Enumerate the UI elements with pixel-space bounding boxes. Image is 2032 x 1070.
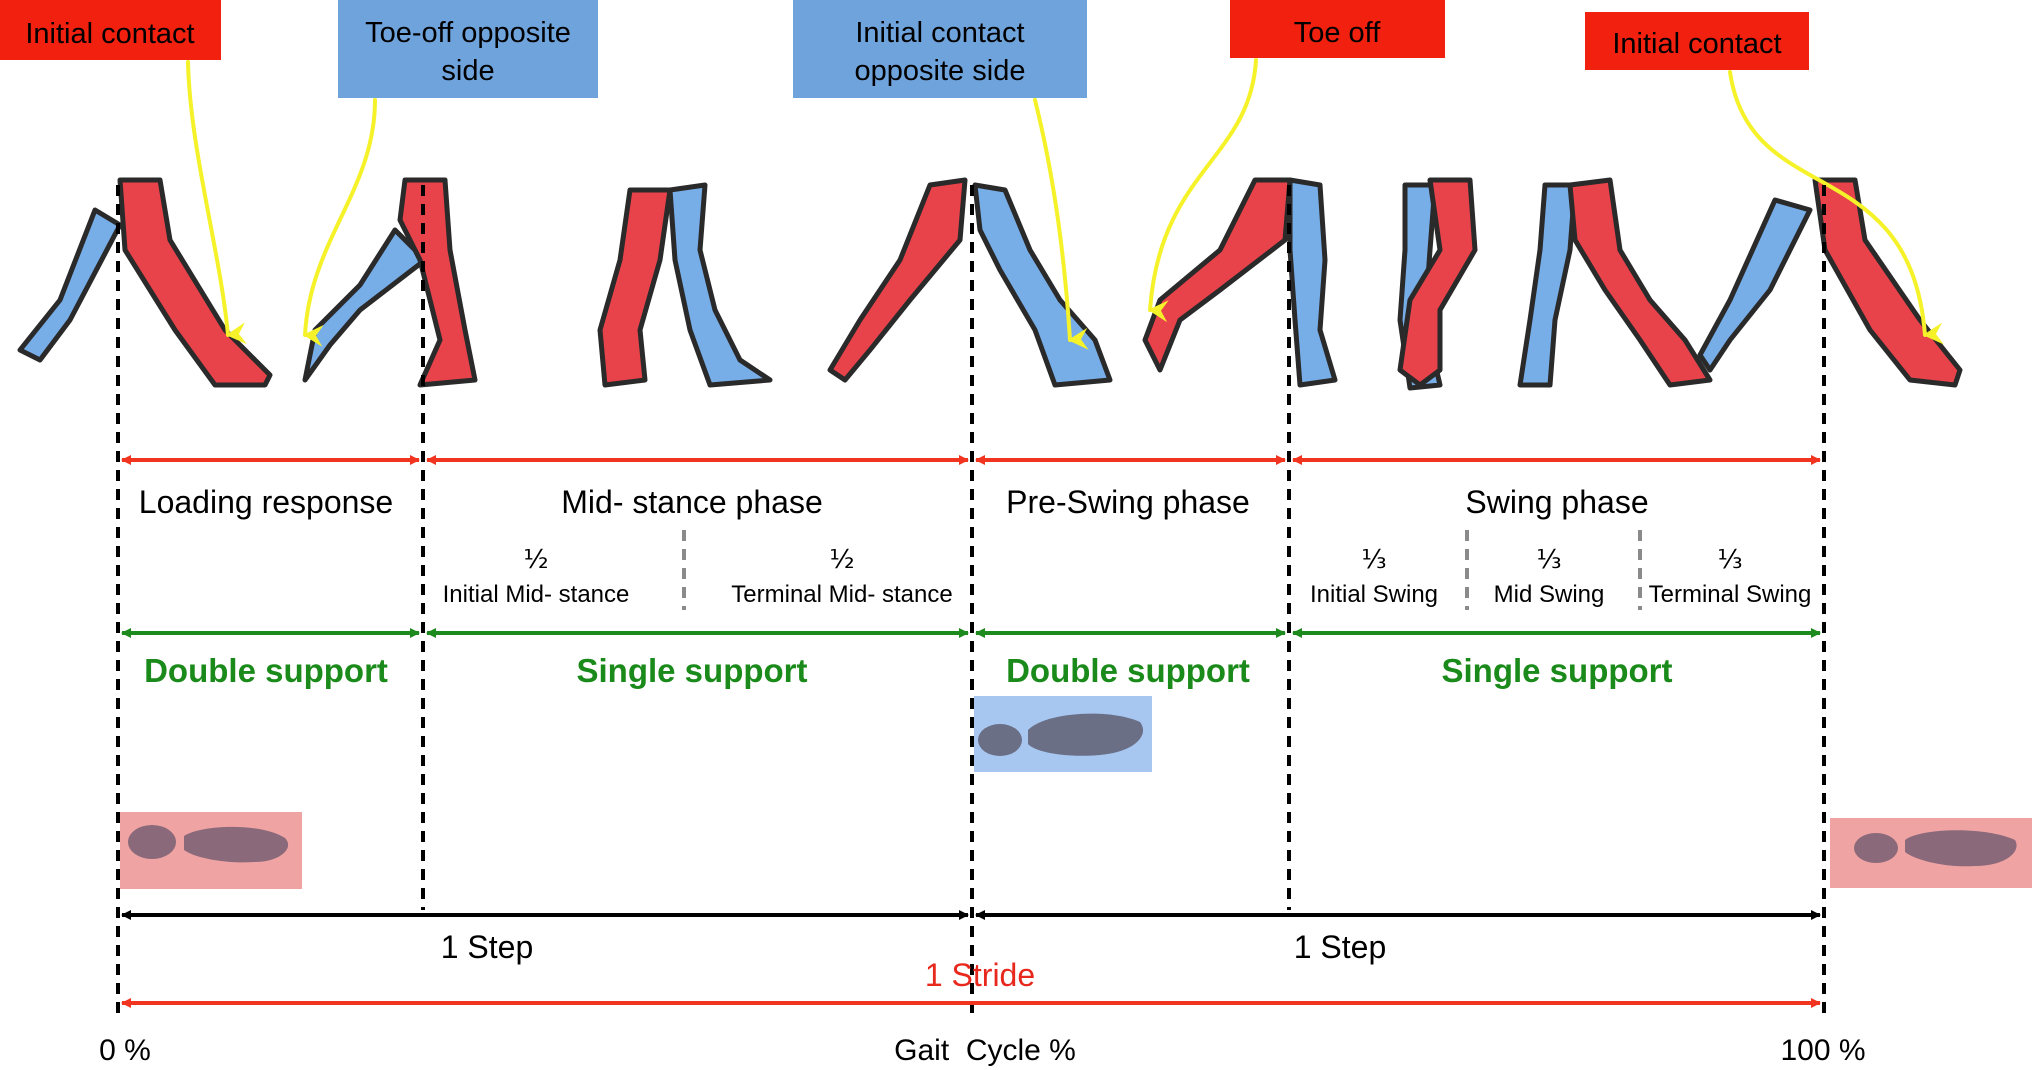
phase-label-pre-swing: Pre-Swing phase (1006, 484, 1250, 520)
callout-initial-contact-opposite: Initial contact opposite side (793, 0, 1087, 98)
forefoot-icon (1905, 830, 2017, 867)
subphase-initial-mid-stance: Initial Mid- stance (443, 581, 630, 608)
leg-figure-mid-stance (597, 182, 773, 388)
footprint-right (1830, 818, 2032, 888)
fraction-mid-swing: ⅓ (1536, 545, 1561, 575)
leg-figure-toe-off-opposite (302, 177, 478, 388)
callout-label-line-1: Initial contact (855, 17, 1024, 49)
leg-figure-mid-swing (1517, 177, 1713, 388)
fraction-initial-swing: ⅓ (1361, 545, 1386, 575)
forefoot-icon (1028, 713, 1144, 756)
subphase-dividers (682, 530, 1642, 610)
callout-label-line-1: Toe-off opposite (365, 17, 571, 49)
callout-label: Initial contact (1612, 28, 1781, 60)
axis-label-start: 0 % (99, 1034, 151, 1067)
subphase-initial-swing: Initial Swing (1310, 581, 1438, 608)
subphase-mid-swing: Mid Swing (1494, 581, 1605, 608)
leg-figure-terminal-swing (1697, 177, 1963, 388)
callout-toe-off-opposite: Toe-off opposite side (338, 0, 598, 98)
phase-label-mid-stance: Mid- stance phase (561, 484, 822, 520)
axis-label-middle: Gait Cycle % (894, 1034, 1076, 1067)
support-label-single-2: Single support (1442, 652, 1673, 689)
pointer-toe-off (1148, 58, 1258, 323)
pointer-initial-contact-opposite (1033, 98, 1089, 350)
callout-box (338, 0, 598, 98)
heel-icon (978, 724, 1022, 756)
callout-initial-contact-left: Initial contact (0, 0, 221, 60)
callout-initial-contact-right: Initial contact (1585, 12, 1809, 70)
callout-box (793, 0, 1087, 98)
support-label-single-1: Single support (577, 652, 808, 689)
fraction-terminal-swing: ⅓ (1717, 545, 1742, 575)
forefoot-icon (184, 826, 289, 863)
callout-label-line-2: side (441, 55, 494, 87)
phase-label-swing: Swing phase (1465, 484, 1648, 520)
footprint-middle (974, 696, 1152, 772)
footprint-left (120, 812, 302, 889)
subphase-terminal-swing: Terminal Swing (1649, 581, 1812, 608)
callout-box (0, 0, 221, 60)
callout-label: Toe off (1294, 17, 1381, 49)
pointer-toe-off-opposite (303, 98, 377, 347)
step-label-2: 1 Step (1294, 929, 1387, 965)
leg-figure-toe-off (1142, 177, 1338, 388)
fraction-terminal-mid-stance: ½ (829, 545, 854, 575)
yellow-pointers (186, 58, 1944, 350)
support-label-double-1: Double support (144, 652, 388, 689)
heel-icon (1854, 833, 1898, 863)
axis-label-end: 100 % (1780, 1034, 1865, 1067)
pointer-initial-contact-right (1728, 70, 1944, 345)
heel-icon (128, 825, 176, 859)
stride-label: 1 Stride (925, 957, 1035, 993)
step-label-1: 1 Step (441, 929, 534, 965)
pointer-initial-contact-left (186, 60, 247, 345)
subphase-terminal-mid-stance: Terminal Mid- stance (731, 581, 952, 608)
callout-label-line-2: opposite side (855, 55, 1026, 87)
leg-figure-initial-contact (17, 177, 273, 388)
callout-box (1230, 0, 1445, 58)
leg-figure-initial-swing (1397, 177, 1478, 391)
support-label-double-2: Double support (1006, 652, 1250, 689)
fraction-initial-mid-stance: ½ (523, 545, 548, 575)
callout-toe-off: Toe off (1230, 0, 1445, 58)
callout-label: Initial contact (25, 18, 194, 50)
phase-dividers (116, 185, 1826, 1015)
callout-box (1585, 12, 1809, 70)
phase-label-loading-response: Loading response (139, 484, 393, 520)
leg-figures (17, 177, 1963, 391)
